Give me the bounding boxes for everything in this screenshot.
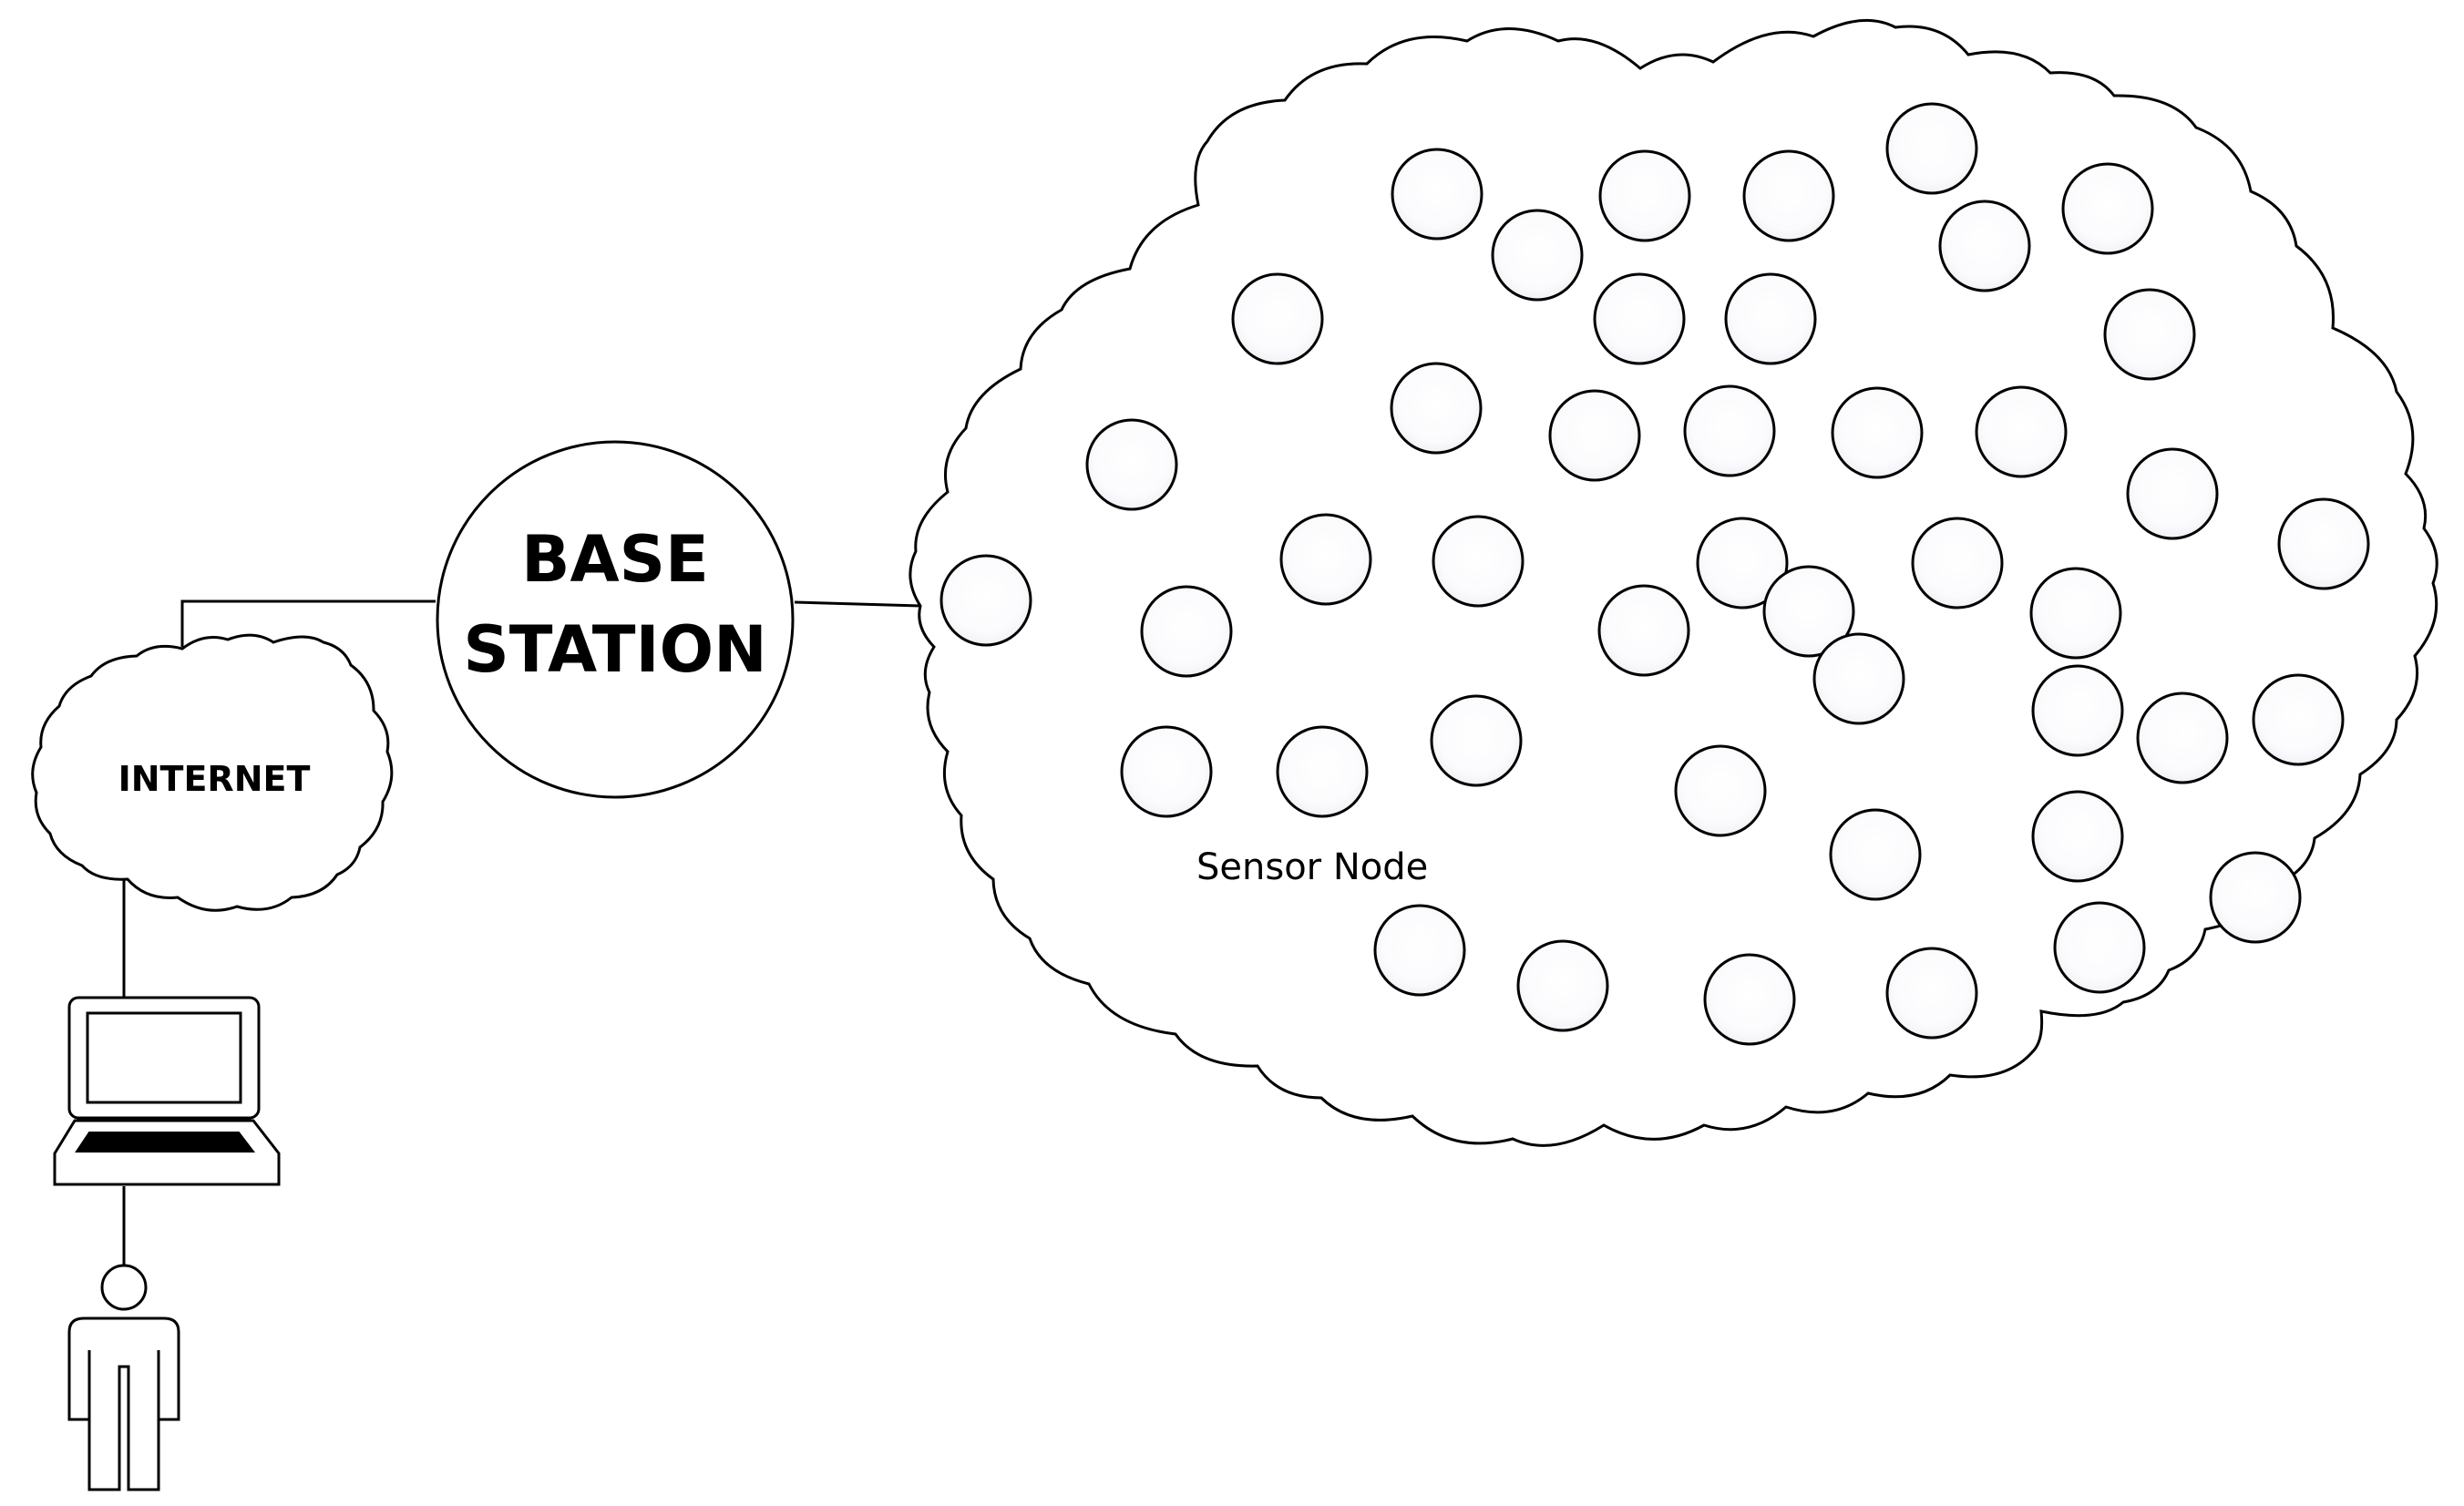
sensor-node-33 [1120,725,1213,818]
sensor-node-30 [2031,664,2124,757]
sensor-node-10 [1724,272,1817,365]
laptop-screen [86,1011,242,1104]
base-station-to-field-link [794,600,921,608]
user-body [67,1316,180,1491]
sensor-node-12 [1390,362,1483,455]
sensor-nodes [939,102,2370,1046]
sensor-node-1 [1391,148,1484,241]
sensor-node-27 [1762,565,1855,658]
sensor-node-24 [1911,517,2004,610]
internet-to-base-station-link [180,599,436,647]
base-station-circle [436,440,795,799]
sensor-node-26 [1597,584,1690,677]
sensor-node-20 [939,554,1032,647]
sensor-node-18 [2126,447,2219,540]
sensor-node-21 [1279,513,1372,606]
sensor-node-7 [1938,200,2031,292]
sensor-node-34 [1276,725,1369,818]
sensor-node-29 [1812,632,1905,725]
sensor-node-19 [2277,497,2370,590]
user-head [100,1264,148,1311]
sensor-node-2 [1491,209,1584,302]
base-station: BASE STATION [436,440,795,799]
sensor-node-37 [2031,790,2124,883]
sensor-node-32 [2252,673,2345,766]
sensor-node-28 [2029,567,2122,660]
sensor-node-22 [1432,515,1525,608]
internet-cloud: INTERNET [31,633,394,912]
sensor-node-9 [1593,272,1686,365]
base-station-label-line2: STATION [463,612,766,687]
sensor-node-23 [1696,517,1789,610]
sensor-node-41 [1373,904,1466,997]
sensor-node-5 [1885,102,1978,195]
base-station-label-line1: BASE [521,522,709,597]
sensor-node-42 [1516,939,1609,1032]
sensor-node-16 [1975,385,2068,478]
sensor-node-35 [1430,694,1523,787]
sensor-node-4 [1742,149,1835,242]
sensor-node-14 [1683,384,1776,477]
sensor-node-38 [1829,808,1922,901]
sensor-node-15 [1831,386,1924,479]
sensor-node-11 [2103,288,2196,381]
connector-lines [122,599,921,1265]
sensor-node-25 [1140,585,1233,678]
laptop-icon [53,996,281,1186]
sensor-node-40 [2053,901,2146,994]
sensor-node-6 [2061,162,2154,255]
sensor-node-label: Sensor Node [1196,846,1428,888]
sensor-node-3 [1598,149,1691,242]
sensor-node-13 [1548,389,1641,482]
sensor-node-44 [1885,947,1978,1040]
cloud-icon [31,633,394,912]
sensor-node-31 [2136,692,2229,784]
sensor-node-8 [1231,272,1324,365]
sensor-node-39 [2209,851,2302,944]
user-icon [67,1264,180,1491]
sensor-node-17 [1085,418,1178,511]
laptop-keyboard [75,1132,256,1153]
sensor-node-36 [1674,744,1767,837]
sensor-node-43 [1703,953,1796,1046]
internet-label: INTERNET [118,759,311,799]
